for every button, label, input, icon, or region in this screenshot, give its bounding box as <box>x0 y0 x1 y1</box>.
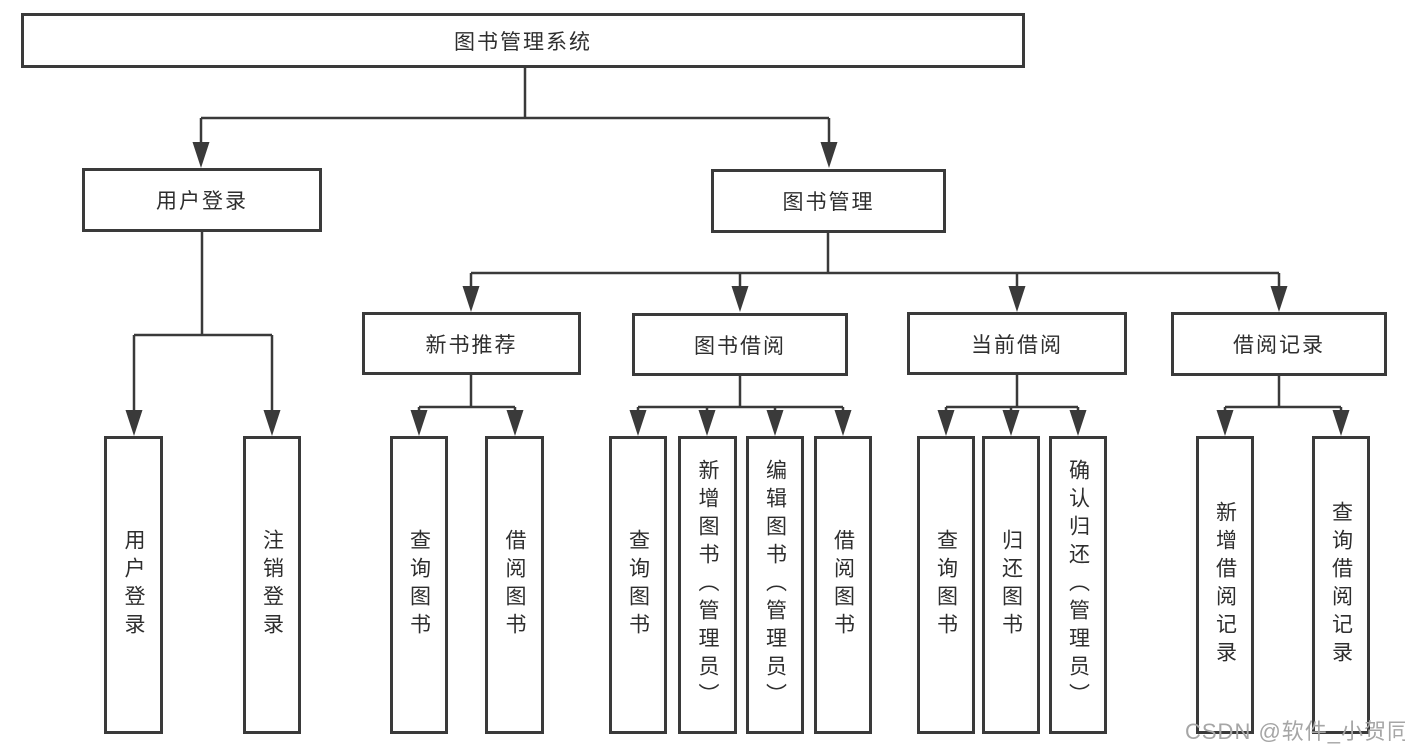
node-current-borrowing: 当前借阅 <box>907 312 1127 375</box>
node-borrowing-records: 借阅记录 <box>1171 312 1387 376</box>
node-current-borrowing-label: 当前借阅 <box>971 333 1063 357</box>
node-user-login: 用户登录 <box>82 168 322 232</box>
leaf-query-books-current: 查询图书 <box>917 436 975 734</box>
node-library-management-system-label: 图书管理系统 <box>454 30 592 54</box>
leaf-query-books-current-label: 查询图书 <box>934 529 958 641</box>
leaf-query-books-recommend-label: 查询图书 <box>407 529 431 641</box>
leaf-query-borrow-record: 查询借阅记录 <box>1312 436 1370 734</box>
leaf-confirm-return-admin: 确认归还（管理员） <box>1049 436 1107 734</box>
leaf-query-books-borrowing-label: 查询图书 <box>626 529 650 641</box>
node-library-management-system: 图书管理系统 <box>21 13 1025 68</box>
leaf-add-book-admin-label: 新增图书（管理员） <box>696 459 719 711</box>
leaf-logout: 注销登录 <box>243 436 301 734</box>
leaf-logout-label: 注销登录 <box>260 529 284 641</box>
leaf-query-books-recommend: 查询图书 <box>390 436 448 734</box>
leaf-user-login-label: 用户登录 <box>122 529 145 641</box>
leaf-add-borrow-record-label: 新增借阅记录 <box>1213 501 1237 669</box>
leaf-add-borrow-record: 新增借阅记录 <box>1196 436 1254 734</box>
leaf-add-book-admin: 新增图书（管理员） <box>678 436 737 734</box>
leaf-return-book-label: 归还图书 <box>999 529 1023 641</box>
node-borrowing-records-label: 借阅记录 <box>1233 334 1325 357</box>
arrow-heads <box>125 142 1350 436</box>
node-book-management: 图书管理 <box>711 169 946 233</box>
node-user-login-label: 用户登录 <box>156 190 248 213</box>
leaf-query-books-borrowing: 查询图书 <box>609 436 667 734</box>
leaf-confirm-return-admin-label: 确认归还（管理员） <box>1066 459 1090 711</box>
node-book-borrowing-label: 图书借阅 <box>694 334 786 358</box>
csdn-watermark: CSDN @软件_小贺同学 <box>1185 719 1405 744</box>
node-book-borrowing: 图书借阅 <box>632 313 848 376</box>
leaf-edit-book-admin: 编辑图书（管理员） <box>746 436 804 734</box>
leaf-query-borrow-record-label: 查询借阅记录 <box>1329 501 1353 669</box>
node-new-book-recommend: 新书推荐 <box>362 312 581 375</box>
leaf-return-book: 归还图书 <box>982 436 1040 734</box>
node-new-book-recommend-label: 新书推荐 <box>425 333 518 357</box>
leaf-user-login: 用户登录 <box>104 436 163 734</box>
leaf-borrow-books-borrowing-label: 借阅图书 <box>831 529 855 641</box>
leaf-edit-book-admin-label: 编辑图书（管理员） <box>763 459 787 711</box>
leaf-borrow-books-recommend-label: 借阅图书 <box>503 529 526 641</box>
node-book-management-label: 图书管理 <box>782 191 875 214</box>
leaf-borrow-books-recommend: 借阅图书 <box>485 436 544 734</box>
leaf-borrow-books-borrowing: 借阅图书 <box>814 436 872 734</box>
